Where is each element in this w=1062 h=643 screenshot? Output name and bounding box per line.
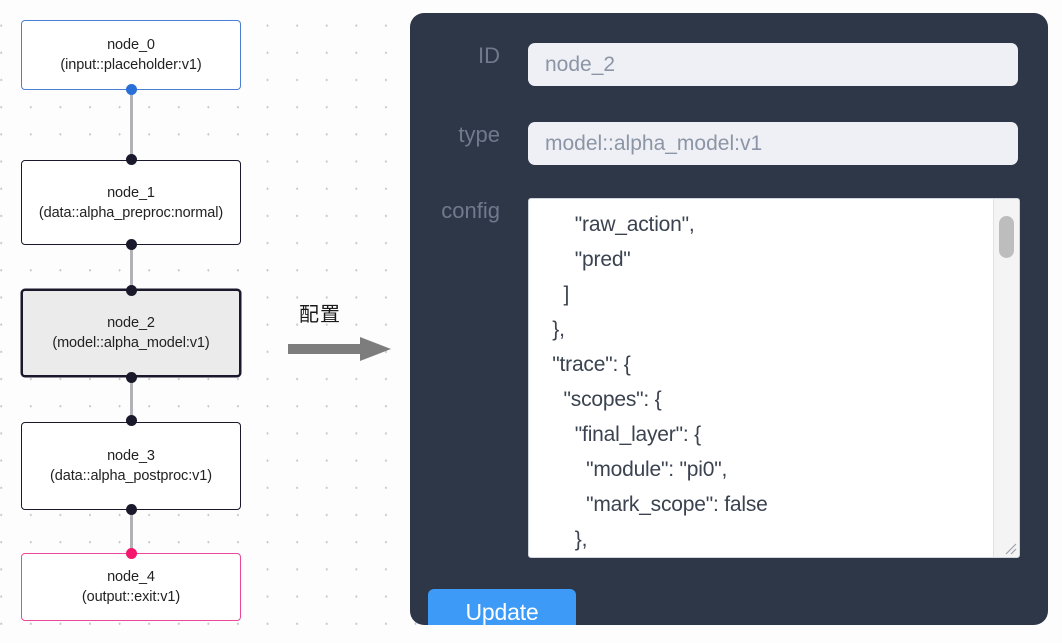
- right-arrow-icon: [288, 337, 391, 361]
- node_3-title: node_3: [107, 448, 155, 464]
- node_2-source-handle[interactable]: [126, 372, 137, 383]
- resize-grip-icon[interactable]: [1003, 541, 1017, 555]
- node-config-panel: ID type config "raw_action", "pred" ] },…: [410, 13, 1048, 625]
- config-textarea-wrapper[interactable]: "raw_action", "pred" ] }, "trace": { "sc…: [528, 198, 1020, 558]
- node_3-source-handle[interactable]: [126, 504, 137, 515]
- edge-node2-node3: [130, 375, 133, 420]
- config-scrollbar[interactable]: [993, 199, 1019, 557]
- update-button[interactable]: Update: [428, 589, 576, 625]
- arrow-caption-label: 配置: [299, 302, 341, 326]
- graph-node-node_1[interactable]: node_1 (data::alpha_preproc:normal): [21, 160, 241, 245]
- node_1-source-handle[interactable]: [126, 239, 137, 250]
- node_0-subtitle: (input::placeholder:v1): [60, 57, 202, 73]
- node_1-title: node_1: [107, 184, 155, 201]
- node_1-subtitle: (data::alpha_preproc:normal): [38, 204, 224, 221]
- config-textarea[interactable]: "raw_action", "pred" ] }, "trace": { "sc…: [552, 213, 768, 551]
- graph-node-node_0[interactable]: node_0 (input::placeholder:v1): [21, 20, 241, 90]
- type-input[interactable]: [528, 122, 1018, 165]
- configure-arrow-group: 配置: [288, 298, 394, 361]
- graph-node-node_3[interactable]: node_3 (data::alpha_postproc:v1): [21, 422, 241, 510]
- node_2-target-handle[interactable]: [126, 285, 137, 296]
- node_0-title: node_0: [107, 37, 155, 53]
- type-label: type: [458, 122, 500, 147]
- node_1-target-handle[interactable]: [126, 154, 137, 165]
- config-label: config: [441, 198, 500, 223]
- node_2-subtitle: (model::alpha_model:v1): [52, 335, 210, 351]
- config-scrollbar-thumb[interactable]: [999, 216, 1014, 258]
- id-input[interactable]: [528, 43, 1018, 86]
- edge-node0-node1: [130, 88, 133, 160]
- config-field-row: config "raw_action", "pred" ] }, "trace"…: [428, 198, 1020, 558]
- id-field-row: ID: [428, 43, 1018, 86]
- node_3-subtitle: (data::alpha_postproc:v1): [50, 468, 212, 484]
- node_4-target-handle[interactable]: [126, 548, 137, 559]
- edge-node3-node4: [130, 508, 133, 550]
- type-field-row: type: [428, 122, 1018, 165]
- node_4-subtitle: (output::exit:v1): [81, 589, 181, 605]
- graph-node-node_2[interactable]: node_2 (model::alpha_model:v1): [21, 289, 241, 377]
- node_0-source-handle[interactable]: [126, 84, 137, 95]
- graph-node-node_4[interactable]: node_4 (output::exit:v1): [21, 553, 241, 621]
- node_2-title: node_2: [107, 315, 155, 331]
- id-label: ID: [478, 43, 500, 68]
- edge-node1-node2: [130, 243, 133, 291]
- node_4-title: node_4: [107, 569, 155, 585]
- node_3-target-handle[interactable]: [126, 415, 137, 426]
